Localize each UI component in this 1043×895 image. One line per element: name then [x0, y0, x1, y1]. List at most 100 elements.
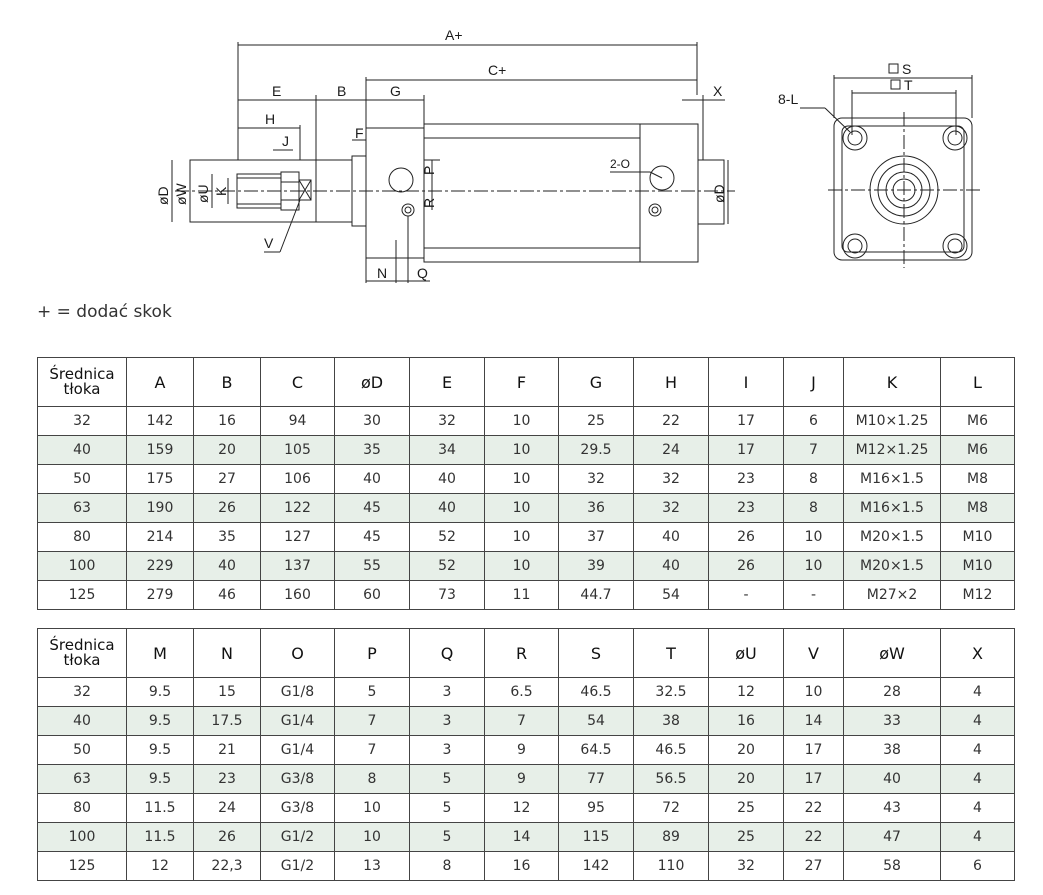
value-cell: G1/2 [260, 851, 335, 881]
header-bore-line: tłoka [63, 651, 101, 669]
value-cell: 77 [558, 764, 634, 794]
value-cell: 3 [409, 735, 485, 765]
value-cell: 89 [633, 822, 709, 852]
value-cell: G3/8 [260, 764, 335, 794]
header-cell: C [260, 357, 335, 407]
value-cell: 56.5 [633, 764, 709, 794]
value-cell: 8 [783, 464, 844, 494]
value-cell: 37 [558, 522, 634, 552]
value-cell: 142 [126, 406, 194, 436]
value-cell: 214 [126, 522, 194, 552]
value-cell: 72 [633, 793, 709, 823]
value-cell: 40 [193, 551, 261, 581]
value-cell: G1/2 [260, 822, 335, 852]
value-cell: 22,3 [193, 851, 261, 881]
bore-cell: 63 [37, 764, 127, 794]
dim-label-k: K [213, 186, 229, 196]
value-cell: 10 [334, 822, 410, 852]
bore-cell: 80 [37, 522, 127, 552]
value-cell: 110 [633, 851, 709, 881]
value-cell: 122 [260, 493, 335, 523]
value-cell: 17 [708, 435, 784, 465]
value-cell: 35 [193, 522, 261, 552]
value-cell: 95 [558, 793, 634, 823]
value-cell: 11.5 [126, 793, 194, 823]
value-cell: 94 [260, 406, 335, 436]
value-cell: 6.5 [484, 677, 559, 707]
bore-cell: 125 [37, 580, 127, 610]
value-cell: 43 [843, 793, 941, 823]
value-cell: 10 [783, 677, 844, 707]
value-cell: 17 [783, 764, 844, 794]
value-cell: 12 [708, 677, 784, 707]
dim-label-f: F [355, 125, 364, 141]
value-cell: 27 [783, 851, 844, 881]
value-cell: M8 [940, 464, 1015, 494]
value-cell: 28 [843, 677, 941, 707]
dim-label-h: H [265, 111, 275, 127]
value-cell: 159 [126, 435, 194, 465]
value-cell: 7 [334, 735, 410, 765]
value-cell: 46.5 [558, 677, 634, 707]
value-cell: M10×1.25 [843, 406, 941, 436]
value-cell: 5 [409, 764, 485, 794]
value-cell: M10 [940, 522, 1015, 552]
value-cell: 160 [260, 580, 335, 610]
stroke-note: + = dodać skok [37, 302, 172, 322]
value-cell: 9.5 [126, 764, 194, 794]
value-cell: 11.5 [126, 822, 194, 852]
dim-label-p: P [421, 166, 437, 175]
value-cell: 38 [843, 735, 941, 765]
value-cell: 10 [484, 435, 559, 465]
bore-cell: 40 [37, 706, 127, 736]
value-cell: 4 [940, 735, 1015, 765]
value-cell: 6 [940, 851, 1015, 881]
value-cell: 30 [334, 406, 410, 436]
value-cell: 24 [193, 793, 261, 823]
bore-cell: 100 [37, 551, 127, 581]
header-bore-line: tłoka [63, 380, 101, 398]
dim-label-s: S [902, 61, 911, 77]
value-cell: M20×1.5 [843, 522, 941, 552]
header-cell: L [940, 357, 1015, 407]
value-cell: 229 [126, 551, 194, 581]
value-cell: 45 [334, 522, 410, 552]
bore-cell: 125 [37, 851, 127, 881]
value-cell: 190 [126, 493, 194, 523]
dim-label-a: A+ [445, 27, 463, 43]
header-cell: J [783, 357, 844, 407]
header-cell: øD [334, 357, 410, 407]
dim-label-8l: 8-L [778, 91, 798, 107]
value-cell: 44.7 [558, 580, 634, 610]
bore-cell: 50 [37, 464, 127, 494]
value-cell: 106 [260, 464, 335, 494]
value-cell: - [783, 580, 844, 610]
value-cell: 9 [484, 764, 559, 794]
value-cell: 22 [783, 822, 844, 852]
value-cell: 13 [334, 851, 410, 881]
value-cell: 52 [409, 551, 485, 581]
value-cell: 17.5 [193, 706, 261, 736]
value-cell: 4 [940, 677, 1015, 707]
value-cell: M12 [940, 580, 1015, 610]
value-cell: 23 [193, 764, 261, 794]
header-cell: S [558, 628, 634, 678]
header-cell: V [783, 628, 844, 678]
value-cell: 46 [193, 580, 261, 610]
value-cell: 40 [334, 464, 410, 494]
value-cell: 6 [783, 406, 844, 436]
header-bore-line: Średnica [49, 365, 115, 383]
value-cell: 17 [708, 406, 784, 436]
dim-label-j: J [282, 133, 289, 149]
header-cell: I [708, 357, 784, 407]
value-cell: G1/4 [260, 735, 335, 765]
header-cell: øU [708, 628, 784, 678]
value-cell: 9 [484, 735, 559, 765]
